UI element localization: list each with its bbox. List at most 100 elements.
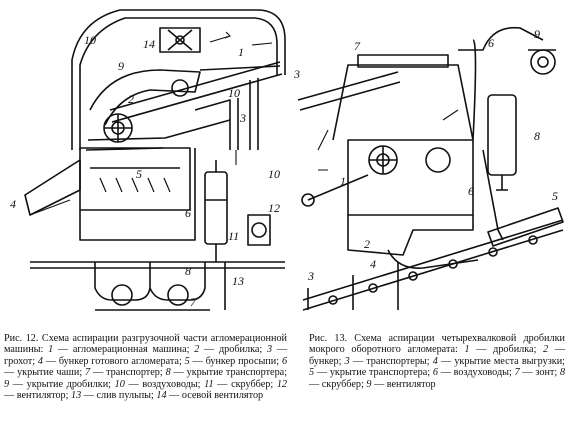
legend-number: 12 <box>276 378 287 390</box>
legend-number: 14 <box>156 390 167 402</box>
figure-12-diagram: 1 2 3 4 5 6 7 8 9 10 10 10 11 12 13 14 <box>10 9 286 311</box>
axial-fan-14 <box>159 27 201 53</box>
label-3-lower: 3 <box>307 269 314 283</box>
label-2: 2 <box>128 92 134 106</box>
legend-number: 5 <box>184 355 190 367</box>
label-2: 2 <box>364 237 370 251</box>
legend-text: осевой вентилятор <box>181 390 264 402</box>
figure-12-caption-title: Рис. 12. Схема аспирации разгрузочной ча… <box>4 333 287 356</box>
legend-text: агломерационная машина; <box>72 344 190 356</box>
crusher-1 <box>347 139 474 216</box>
fan-9 <box>530 49 556 75</box>
legend-number: 3 <box>344 355 350 367</box>
legend-text: транспортер; <box>106 367 163 379</box>
legend-number: 8 <box>559 367 566 379</box>
figure-13-legend: 1 — дробилка; 2 — бункер; 3 — транспорте… <box>309 344 565 389</box>
scrubber-8 <box>487 94 517 176</box>
label-13: 13 <box>232 274 244 288</box>
legend-number: 5 <box>309 367 315 379</box>
label-6-a: 6 <box>488 36 494 50</box>
hood-7 <box>332 64 474 141</box>
legend-text: бункер; <box>309 355 342 367</box>
figure-13-diagram: 1 2 3 3 4 5 6 6 7 8 9 <box>293 26 564 311</box>
scrubber-11 <box>204 171 228 245</box>
label-5: 5 <box>552 189 558 203</box>
legend-entry: 2 — дробилка; <box>194 344 263 356</box>
legend-entry: 11 — скруббер; <box>204 378 274 390</box>
legend-text: скруббер; <box>321 378 364 390</box>
legend-entry: 10 — воздуховоды; <box>114 378 201 390</box>
cup-cover-6 <box>79 148 196 241</box>
label-1: 1 <box>340 174 346 188</box>
label-4: 4 <box>10 197 16 211</box>
legend-text: слив пульпы; <box>96 390 154 402</box>
legend-number: 11 <box>204 378 214 390</box>
legend-number: 9 <box>4 378 10 390</box>
legend-entry: 1 — агломерационная машина; <box>48 344 190 356</box>
legend-text: укрытие транспортера; <box>186 367 288 379</box>
crusher-cover-9 <box>89 69 201 126</box>
duct-6 <box>458 26 544 141</box>
legend-number: 10 <box>114 378 125 390</box>
fan-12 <box>247 214 271 246</box>
legend-entry: 1 — дробилка; <box>464 344 537 356</box>
legend-text: укрытие транспортера; <box>329 367 431 379</box>
legend-text: воздуховоды; <box>453 367 512 379</box>
label-8: 8 <box>185 264 191 278</box>
legend-number: 8 <box>165 367 171 379</box>
legend-text: дробилка; <box>493 344 537 356</box>
label-9: 9 <box>534 27 540 41</box>
legend-number: 1 <box>464 344 470 356</box>
label-9: 9 <box>118 59 124 73</box>
legend-number: 7 <box>85 367 91 379</box>
label-3: 3 <box>239 111 246 125</box>
legend-number: 6 <box>432 367 438 379</box>
label-10-a: 10 <box>84 33 96 47</box>
legend-text: воздуховоды; <box>142 378 201 390</box>
legend-entry: 12 — вентилятор; <box>4 378 287 402</box>
legend-entry: 8 — укрытие транспортера; <box>165 367 288 379</box>
label-8: 8 <box>534 129 540 143</box>
label-10-b: 10 <box>228 86 240 100</box>
legend-entry: 7 — зонт; <box>514 367 558 379</box>
legend-number: 13 <box>71 390 82 402</box>
label-14: 14 <box>143 37 155 51</box>
label-4: 4 <box>370 257 376 271</box>
legend-text: транспортеры; <box>366 355 430 367</box>
label-5: 5 <box>136 167 142 181</box>
legend-text: вентилятор; <box>16 390 69 402</box>
legend-entry: 14 — осевой вентилятор <box>156 390 264 402</box>
bunker-2 <box>347 215 474 256</box>
legend-entry: 2 — бункер; <box>309 344 566 367</box>
legend-text: грохот; <box>4 355 36 367</box>
figure-13-caption: Рис. 13. Схема аспирации четырехвалковой… <box>309 333 565 390</box>
duct-10-hood <box>71 9 286 150</box>
legend-number: 2 <box>194 344 200 356</box>
legend-entry: 4 — укрытие места выгрузки; <box>432 355 565 367</box>
legend-entry: 5 — бункер просыпи; <box>184 355 280 367</box>
legend-entry: 3 — грохот; <box>4 344 288 367</box>
label-1: 1 <box>238 45 244 59</box>
label-6: 6 <box>185 206 191 220</box>
label-3-upper: 3 <box>293 67 300 81</box>
sinter-machine-1 <box>109 61 283 123</box>
legend-entry: 3 — транспортеры; <box>344 355 430 367</box>
legend-number: 6 <box>281 355 288 367</box>
figure-12-caption: Рис. 12. Схема аспирации разгрузочной ча… <box>4 333 287 401</box>
legend-number: 4 <box>432 355 438 367</box>
legend-text: бункер готового агломерата; <box>58 355 182 367</box>
legend-entry: 6 — воздуховоды; <box>432 367 512 379</box>
label-12: 12 <box>268 201 280 215</box>
label-7: 7 <box>190 295 197 309</box>
transporter-3-upper <box>297 71 401 111</box>
label-7: 7 <box>354 39 361 53</box>
legend-text: бункер просыпи; <box>205 355 280 367</box>
figure-12-legend: 1 — агломерационная машина; 2 — дробилка… <box>4 344 287 401</box>
discharge-cover-4 <box>387 249 479 269</box>
label-10-c: 10 <box>268 167 280 181</box>
legend-entry: 9 — укрытие дробилки; <box>4 378 111 390</box>
legend-number: 1 <box>48 344 54 356</box>
legend-entry: 6 — укрытие чаши; <box>4 355 288 379</box>
legend-entry: 7 — транспортер; <box>85 367 163 379</box>
legend-text: укрытие места выгрузки; <box>454 355 565 367</box>
